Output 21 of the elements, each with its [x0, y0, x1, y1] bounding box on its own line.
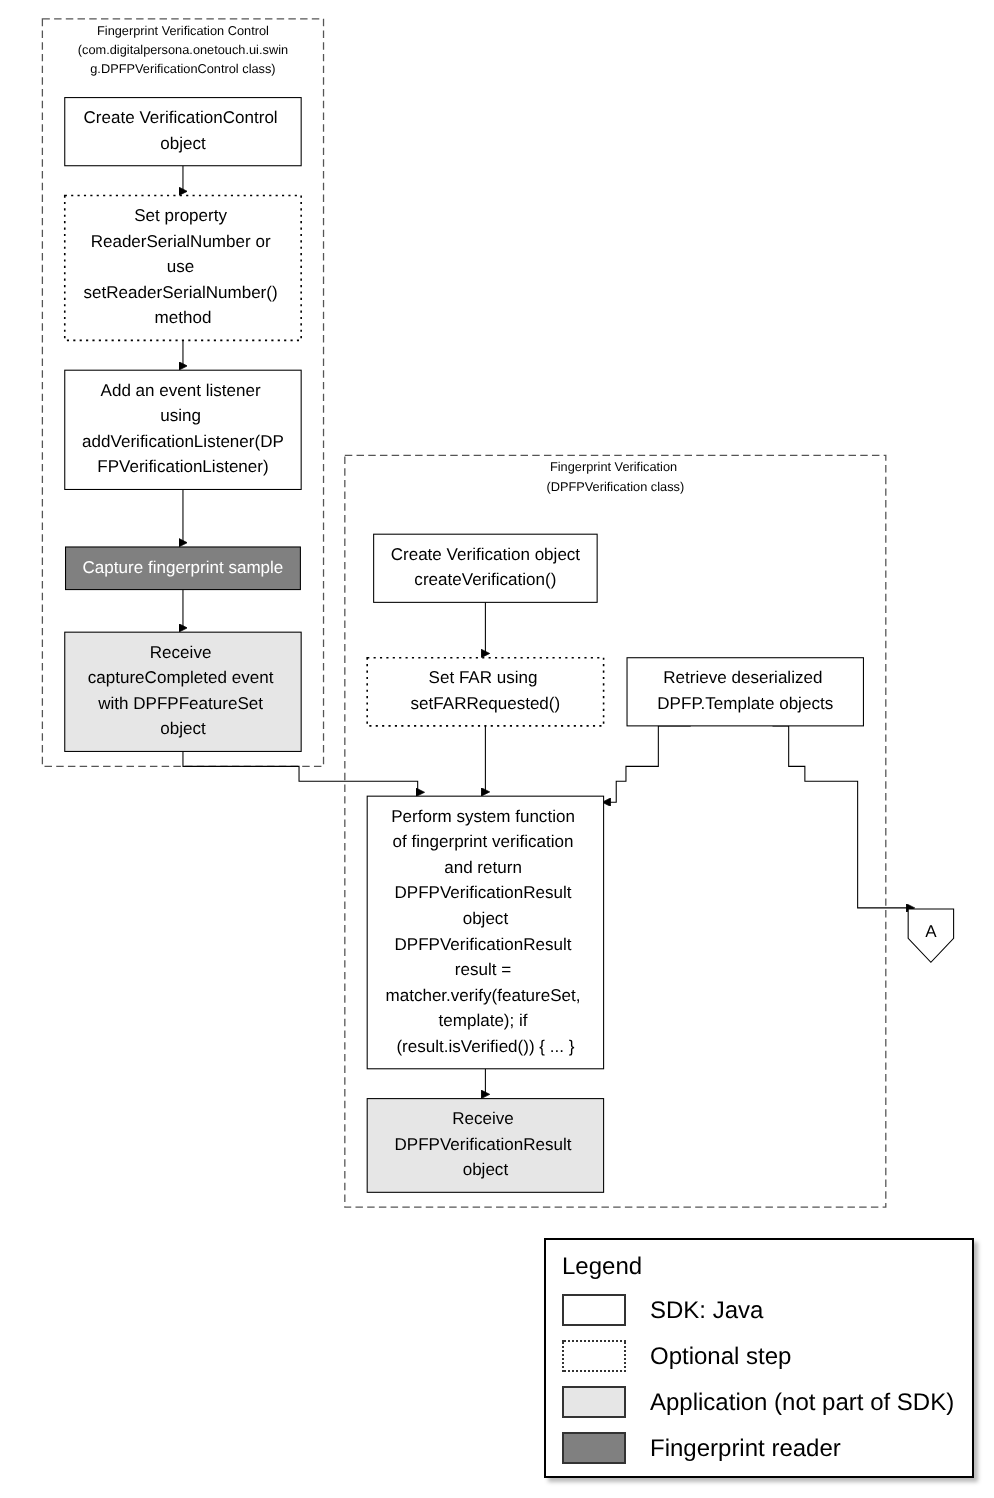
node-box: Create Verification object createVerification() — [372, 533, 597, 603]
node-box: Perform system function of fingerprint verification and return DPFPVerificationResult object DPFPVerificationResult result = matcher.verify(featureSet, template); if (result.isVerified()) { ... } — [365, 795, 604, 1070]
arrow — [177, 165, 187, 196]
arrow — [479, 1068, 490, 1100]
node-box: Retrieve deserialized DPFP.Template objects — [625, 657, 863, 727]
legend-title: Legend — [562, 1252, 643, 1280]
arrow — [479, 725, 490, 797]
legend-text: Optional step — [650, 1342, 792, 1370]
node-box: Receive captureCompleted event with DPFPFeatureSet object — [63, 631, 301, 752]
legend-text: Fingerprint reader — [650, 1434, 841, 1462]
arrow — [177, 339, 187, 371]
node-box: Create VerificationControl object — [63, 97, 301, 167]
node-box: Receive DPFPVerificationResult object — [365, 1098, 604, 1193]
arrow — [181, 750, 424, 797]
arrow — [177, 488, 187, 548]
arrow — [177, 589, 187, 633]
arrow — [479, 601, 490, 659]
legend-text: SDK: Java — [650, 1296, 764, 1324]
node-box: Capture fingerprint sample — [64, 546, 300, 591]
legend-text: Application (not part of SDK) — [650, 1388, 955, 1416]
node-box: Add an event listener using addVerificationListener(DPFPVerificationListener) — [63, 369, 301, 490]
